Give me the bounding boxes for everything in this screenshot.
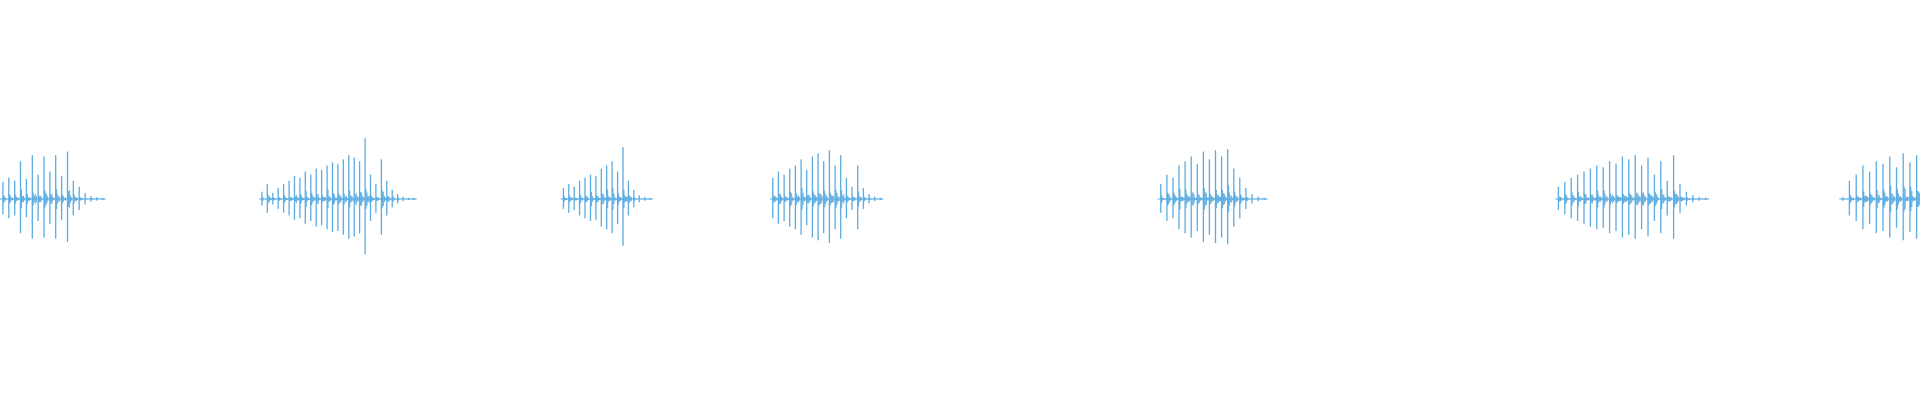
waveform-burst	[1555, 155, 1710, 239]
waveform-burst	[1839, 153, 1920, 241]
waveform-trace	[0, 138, 1920, 255]
waveform-burst	[560, 147, 653, 246]
waveform-burst	[259, 138, 417, 255]
waveform-burst	[0, 151, 106, 242]
waveform-burst	[1157, 149, 1268, 245]
waveform-burst	[769, 150, 884, 244]
